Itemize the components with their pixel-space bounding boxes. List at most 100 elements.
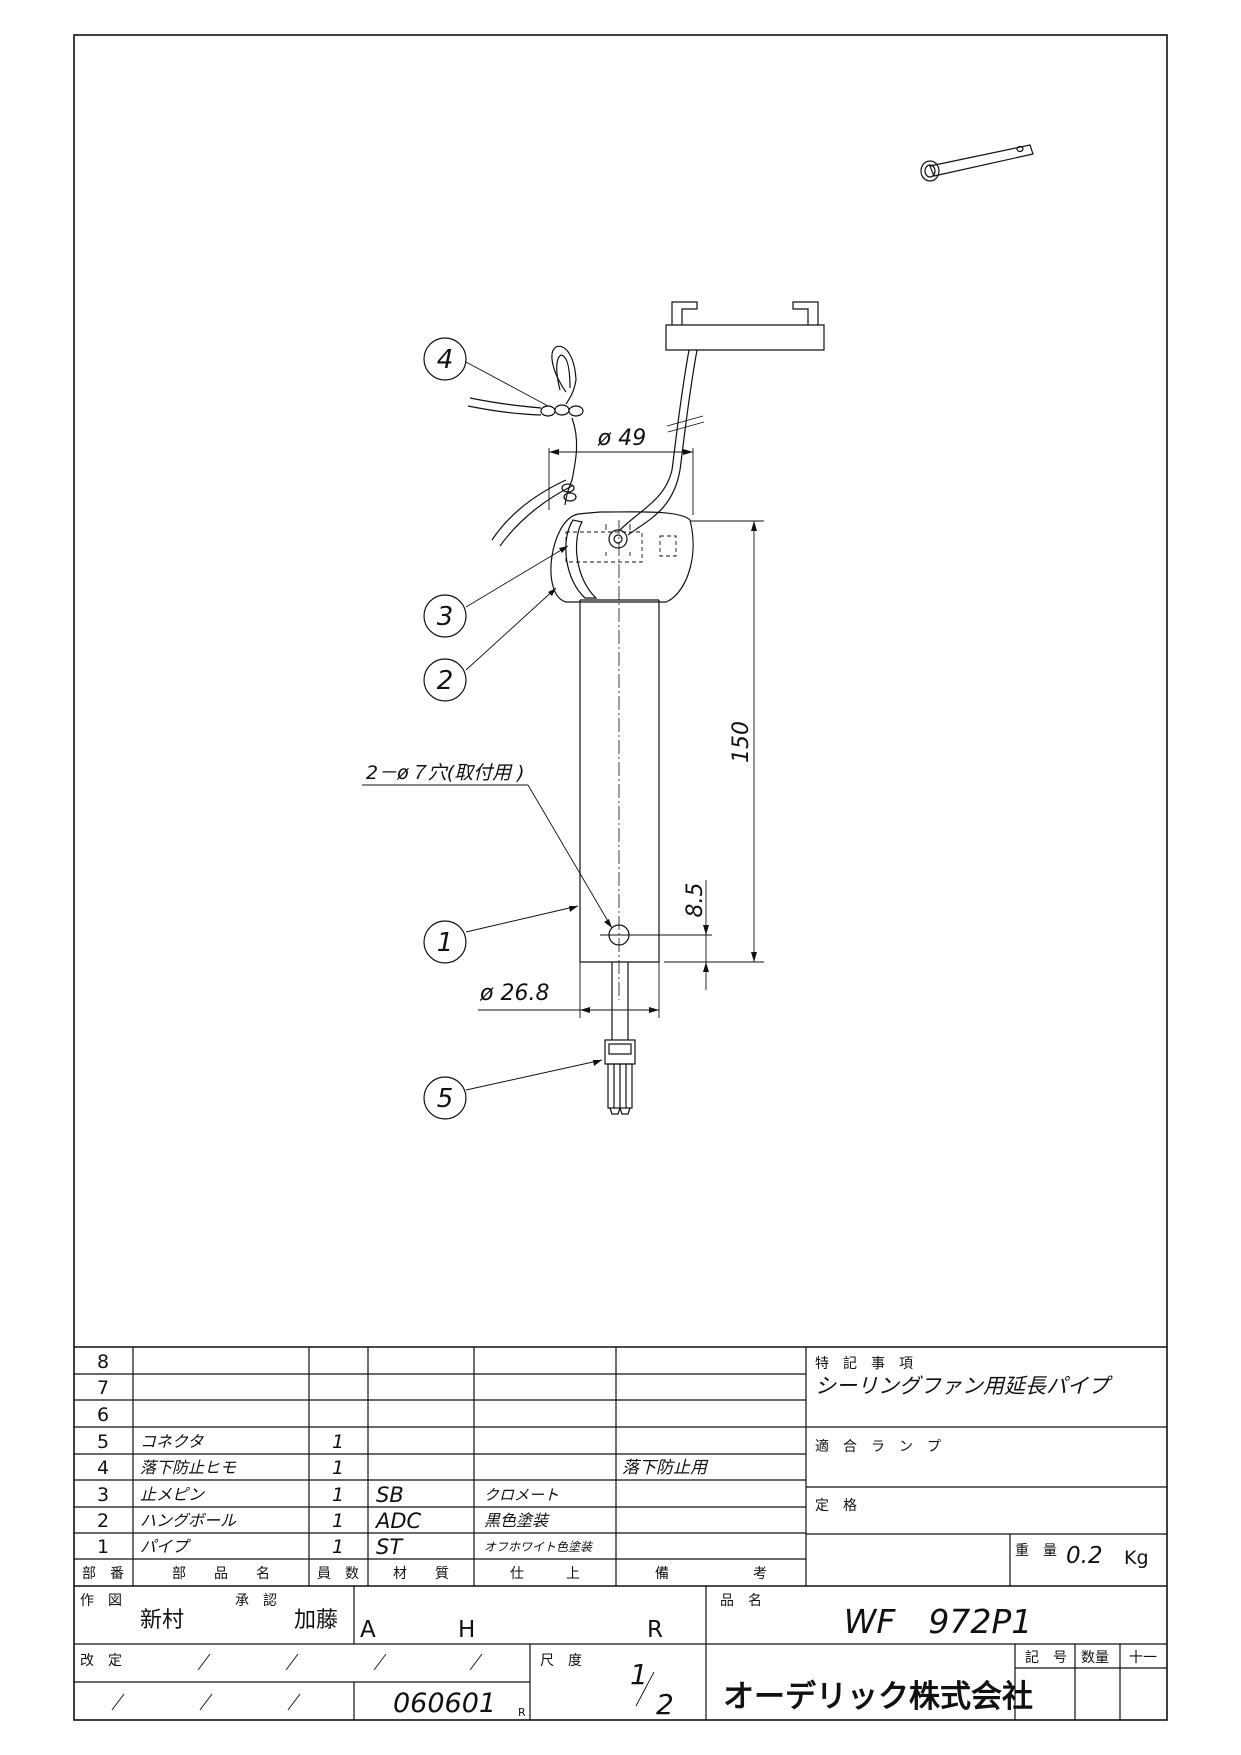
- pin-sketch: [920, 144, 1034, 182]
- parts-row-2: 2 ハングボール 1 ADC 黒色塗装: [97, 1509, 550, 1533]
- balloon-2: 2: [423, 587, 557, 702]
- pipe: [579, 520, 712, 1000]
- balloon-5: 5: [423, 1059, 603, 1120]
- svg-text:重 量: 重 量: [1015, 1543, 1057, 1559]
- svg-text:数量: 数量: [1081, 1650, 1109, 1666]
- svg-text:部 品 名: 部 品 名: [172, 1566, 270, 1582]
- svg-text:仕 上: 仕 上: [510, 1566, 580, 1582]
- drawing-date: 060601: [393, 1688, 496, 1719]
- svg-text:止メピン: 止メピン: [140, 1485, 205, 1504]
- svg-text:1: 1: [97, 1536, 109, 1558]
- dimension-length: 150: [664, 520, 764, 963]
- dim-length-text: 150: [729, 721, 754, 763]
- drawing-border: [73, 34, 1168, 1721]
- dim-flange-text: ø 49: [597, 426, 646, 451]
- company-name: オーデリック株式会社: [723, 1679, 1033, 1715]
- svg-text:3: 3: [437, 602, 454, 632]
- svg-text:2: 2: [656, 1688, 674, 1721]
- svg-text:1: 1: [437, 928, 454, 958]
- rating-notes: 定 格: [815, 1498, 857, 1514]
- dim-pipe-text: ø 26.8: [479, 981, 549, 1006]
- product-description: シーリングファン用延長パイプ: [815, 1374, 1113, 1398]
- hole-note: 2－ø７穴(取付用 ): [362, 762, 613, 929]
- svg-text:改 定: 改 定: [80, 1653, 122, 1669]
- approved-by: 加藤: [294, 1608, 338, 1633]
- parts-table: 8 7 6 5 コネクタ 1 4 落下防止ヒモ 1 落下防止用 3 止メピン 1…: [74, 1346, 1167, 1587]
- svg-text:員 数: 員 数: [317, 1566, 359, 1582]
- dimension-pipe: ø 26.8: [478, 962, 660, 1018]
- svg-text:1: 1: [332, 1536, 344, 1558]
- svg-text:クロメート: クロメート: [484, 1486, 559, 1504]
- svg-text:4: 4: [437, 345, 454, 375]
- svg-text:尺 度: 尺 度: [540, 1653, 582, 1669]
- svg-text:1: 1: [630, 1658, 648, 1691]
- svg-text:Kg: Kg: [1124, 1547, 1149, 1569]
- svg-text:2: 2: [437, 666, 454, 696]
- svg-text:SB: SB: [376, 1483, 404, 1507]
- svg-text:黒色塗装: 黒色塗装: [484, 1511, 550, 1530]
- title-block: 作 図 新村 承 認 加藤 A H R 品 名 WF 972P1 改 定 060…: [74, 1586, 1167, 1721]
- svg-text:承 認: 承 認: [235, 1593, 277, 1609]
- parts-row-3: 3 止メピン 1 SB クロメート: [97, 1483, 559, 1507]
- dimension-flange: ø 49: [548, 426, 694, 515]
- revision-slashes: [111, 1653, 483, 1711]
- weight-field: 重 量 0.2 Kg: [1015, 1543, 1149, 1569]
- parts-row-5: 5 コネクタ 1: [97, 1431, 344, 1453]
- svg-text:定 格: 定 格: [815, 1498, 857, 1514]
- svg-text:1: 1: [332, 1431, 344, 1453]
- svg-text:品 名: 品 名: [720, 1593, 762, 1609]
- safety-cord: [467, 345, 584, 547]
- weight-value: 0.2: [1066, 1543, 1103, 1569]
- dimension-hole-offset: 8.5: [683, 880, 709, 990]
- svg-text:備 考: 備 考: [655, 1566, 767, 1582]
- svg-text:4: 4: [97, 1457, 109, 1479]
- svg-text:ST: ST: [376, 1535, 404, 1559]
- svg-text:記 号: 記 号: [1025, 1649, 1067, 1666]
- svg-text:A: A: [360, 1617, 376, 1643]
- svg-text:特 記 事 項: 特 記 事 項: [815, 1355, 913, 1372]
- balloon-1: 1: [423, 905, 579, 964]
- svg-text:3: 3: [97, 1484, 109, 1506]
- svg-text:適 合 ラ ン プ: 適 合 ラ ン プ: [815, 1438, 941, 1455]
- svg-text:8: 8: [97, 1351, 109, 1373]
- svg-text:オフホワイト色塗装: オフホワイト色塗装: [484, 1540, 594, 1554]
- svg-text:6: 6: [97, 1404, 109, 1426]
- svg-text:ハングボール: ハングボール: [140, 1511, 237, 1530]
- svg-text:1: 1: [332, 1510, 344, 1532]
- parts-row-1: 1 パイプ 1 ST オフホワイト色塗装: [97, 1535, 594, 1559]
- hole-note-text: 2－ø７穴(取付用 ): [366, 762, 525, 784]
- svg-text:2: 2: [97, 1510, 109, 1532]
- svg-text:5: 5: [97, 1431, 109, 1453]
- svg-text:ADC: ADC: [374, 1509, 422, 1533]
- parts-row-4: 4 落下防止ヒモ 1 落下防止用: [97, 1457, 709, 1479]
- balloon-4: 4: [423, 337, 549, 407]
- svg-text:H: H: [458, 1617, 475, 1643]
- parts-table-header: 部 番 部 品 名 員 数 材 質 仕 上 備 考: [82, 1566, 767, 1582]
- svg-text:落下防止ヒモ: 落下防止ヒモ: [140, 1458, 237, 1477]
- svg-text:部 番: 部 番: [82, 1566, 124, 1582]
- parts-row-7: 7: [97, 1377, 109, 1399]
- scale-value: 1 2: [630, 1658, 674, 1721]
- svg-text:パイプ: パイプ: [140, 1537, 191, 1556]
- svg-text:5: 5: [437, 1084, 454, 1114]
- dim-offset-text: 8.5: [683, 883, 708, 918]
- product-code: WF 972P1: [844, 1602, 1033, 1641]
- drawn-by: 新村: [140, 1608, 184, 1633]
- balloon-3: 3: [423, 545, 569, 638]
- svg-text:作 図: 作 図: [80, 1593, 122, 1609]
- svg-text:十一: 十一: [1129, 1650, 1157, 1666]
- svg-text:R: R: [647, 1617, 663, 1643]
- svg-text:7: 7: [97, 1377, 109, 1399]
- lamp-notes: 適 合 ラ ン プ: [815, 1438, 941, 1455]
- hang-ball: [550, 511, 694, 603]
- svg-text:材 質: 材 質: [393, 1566, 449, 1582]
- special-notes: 特 記 事 項 シーリングファン用延長パイプ: [815, 1355, 1113, 1398]
- ceiling-mount: [665, 301, 825, 351]
- parts-row-6: 6: [97, 1404, 109, 1426]
- svg-text:コネクタ: コネクタ: [140, 1432, 204, 1451]
- connector: [604, 962, 636, 1115]
- parts-row-8: 8: [97, 1351, 109, 1373]
- svg-text:1: 1: [332, 1484, 344, 1506]
- svg-text:1: 1: [332, 1457, 344, 1479]
